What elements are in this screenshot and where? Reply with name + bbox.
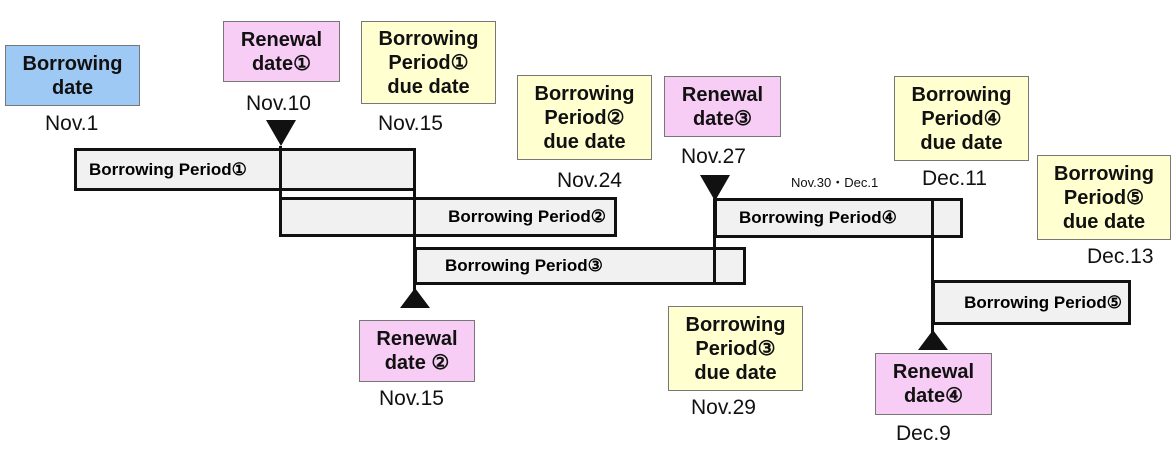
box-line: Period① bbox=[388, 51, 469, 74]
box-line: Period② bbox=[544, 106, 625, 129]
box-line: Renewal bbox=[240, 28, 323, 51]
date-label-nov30-dec1: Nov.30・Dec.1 bbox=[791, 175, 879, 190]
period-label: Borrowing Period② bbox=[448, 207, 606, 226]
box-line: Renewal bbox=[892, 361, 975, 383]
date-label-dec13: Dec.13 bbox=[1087, 245, 1154, 268]
borrowing-period-3-bar: Borrowing Period③ bbox=[414, 247, 746, 285]
box-line: Period③ bbox=[695, 337, 776, 360]
box-line: due date bbox=[920, 131, 1003, 154]
box-line: due date bbox=[1062, 210, 1146, 233]
box-line: Borrowing bbox=[534, 82, 635, 105]
box-line: due date bbox=[694, 361, 777, 384]
period-label: Borrowing Period⑤ bbox=[964, 292, 1122, 312]
box-line: Borrowing bbox=[22, 52, 123, 75]
date-label-nov15-top: Nov.15 bbox=[378, 112, 443, 135]
renewal-1-marker bbox=[266, 120, 296, 146]
box-line: date bbox=[51, 76, 94, 99]
box-line: Borrowing bbox=[911, 83, 1012, 106]
period-label: Borrowing Period① bbox=[89, 159, 247, 179]
date-label-nov10: Nov.10 bbox=[246, 92, 311, 115]
box-line: due date bbox=[387, 75, 470, 98]
box-line: Borrowing bbox=[1054, 162, 1154, 185]
box-line: date④ bbox=[903, 385, 964, 407]
borrowing-period-5-bar: Borrowing Period⑤ bbox=[932, 280, 1131, 325]
borrowing-period-2-bar: Borrowing Period② bbox=[279, 197, 617, 237]
date-label-nov29: Nov.29 bbox=[691, 396, 756, 419]
box-line: date① bbox=[251, 52, 312, 75]
renewal-3-marker bbox=[700, 175, 730, 201]
box-line: Period⑤ bbox=[1063, 186, 1145, 209]
renewal-1-line bbox=[279, 146, 282, 237]
period-label: Borrowing Period③ bbox=[445, 256, 603, 275]
renewal-4-marker bbox=[918, 330, 948, 350]
box-line: Renewal bbox=[376, 328, 458, 350]
date-label-dec11: Dec.11 bbox=[922, 167, 987, 190]
date-label-nov15-bottom: Nov.15 bbox=[379, 387, 444, 410]
date-label-nov1: Nov.1 bbox=[45, 112, 99, 135]
borrowing-period-4-bar: Borrowing Period④ bbox=[714, 198, 963, 238]
box-line: Renewal bbox=[681, 83, 764, 106]
box-line: Borrowing bbox=[378, 27, 479, 50]
renewal-3-line bbox=[713, 198, 716, 285]
date-label-nov27: Nov.27 bbox=[681, 145, 746, 168]
renewal-4-line bbox=[931, 200, 934, 333]
box-line: due date bbox=[543, 130, 626, 153]
renewal-2-marker bbox=[400, 288, 430, 308]
date-label-nov24: Nov.24 bbox=[557, 169, 622, 192]
box-line: date ② bbox=[384, 352, 450, 374]
box-line: date③ bbox=[692, 107, 753, 130]
period-label: Borrowing Period④ bbox=[739, 208, 897, 227]
date-label-dec9: Dec.9 bbox=[896, 422, 951, 445]
box-line: Borrowing bbox=[685, 313, 786, 336]
renewal-2-line bbox=[413, 150, 416, 296]
box-line: Period④ bbox=[921, 107, 1002, 130]
borrowing-period-1-bar: Borrowing Period① bbox=[74, 148, 416, 191]
